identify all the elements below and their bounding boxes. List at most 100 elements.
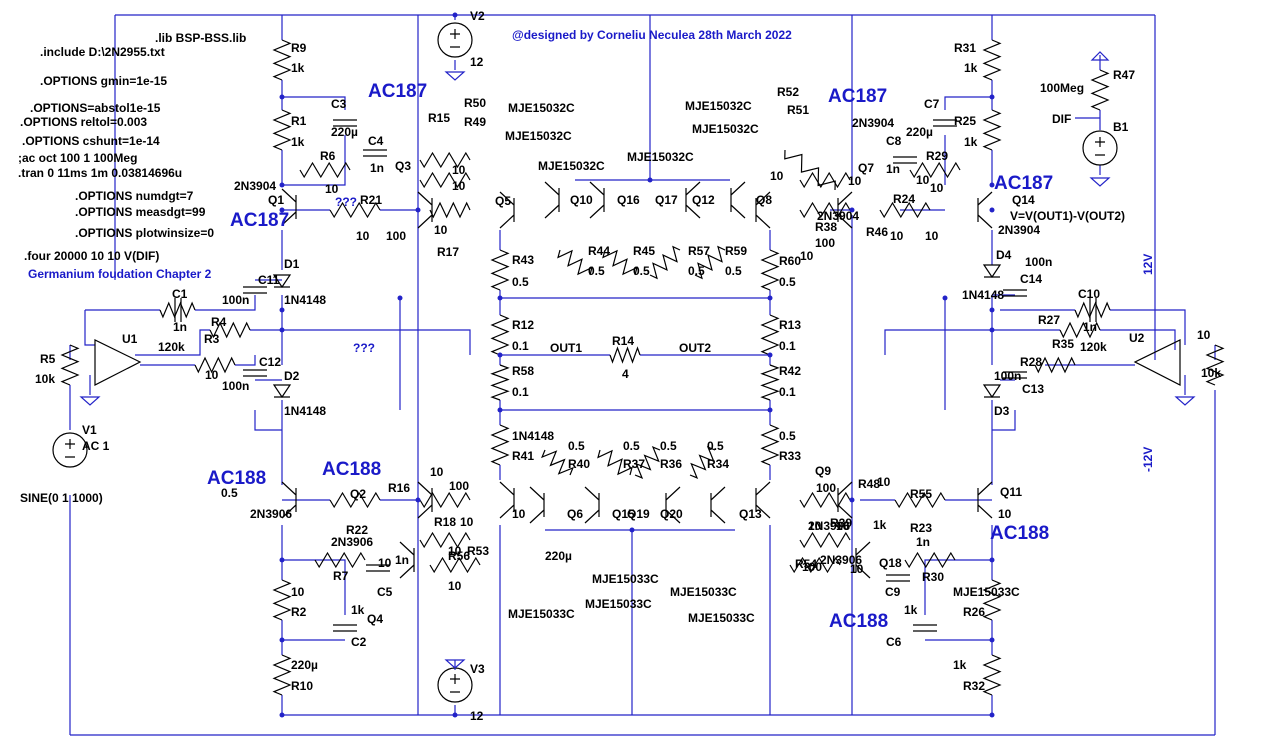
component-label: 1k (953, 658, 967, 672)
resistor-symbol (272, 654, 292, 696)
component-label: 1n (916, 535, 930, 549)
component-label: R4 (211, 315, 227, 329)
resistor-symbol (602, 249, 638, 276)
component-label: 1N4148 (284, 404, 326, 418)
component-label: 10 (836, 519, 850, 533)
measure-expression: V=V(OUT1)-V(OUT2) (1010, 209, 1125, 223)
capacitor-symbol (1089, 298, 1097, 322)
ac188-label: AC188 (990, 523, 1049, 544)
component-label: 100n (994, 369, 1021, 383)
junction-dot (989, 327, 995, 333)
component-label: R26 (963, 605, 985, 619)
component-label: R58 (512, 364, 534, 378)
component-label: R40 (568, 457, 590, 471)
component-label: R47 (1113, 68, 1135, 82)
resistor-symbol (557, 249, 593, 276)
junction-dot (942, 295, 948, 301)
junction-dot (497, 295, 503, 301)
component-label: MJE15032C (692, 122, 759, 136)
component-label: 10 (460, 515, 474, 529)
junction-dot (849, 207, 855, 213)
component-label: 10 (452, 163, 466, 177)
resistor-symbol (419, 171, 471, 189)
component-label: Q3 (395, 159, 411, 173)
resistor-symbol (1205, 344, 1225, 386)
resistor-symbol (789, 556, 841, 574)
transistor-symbol (417, 481, 433, 519)
component-label: 1k (291, 135, 305, 149)
component-label: 10 (770, 169, 784, 183)
resistor-symbol (159, 301, 196, 319)
resistor-symbol (694, 245, 726, 280)
component-label: C1 (172, 287, 188, 301)
resistor-symbol (609, 346, 641, 364)
component-label: C7 (924, 97, 940, 111)
directive-lib: .lib BSP-BSS.lib (155, 31, 246, 45)
component-label: R41 (512, 449, 534, 463)
resistor-symbol (799, 491, 851, 509)
component-label: R10 (291, 679, 313, 693)
component-label: 220µ (906, 125, 933, 139)
component-label: U1 (122, 332, 138, 346)
transistor-symbol (417, 191, 433, 229)
junction-dot (497, 352, 503, 358)
ground-symbol (1089, 177, 1111, 187)
component-label: R60 (779, 254, 801, 268)
component-label: 100n (1025, 255, 1052, 269)
resistor-symbol (982, 579, 1002, 621)
component-label: Q14 (1012, 193, 1035, 207)
junction-dot (397, 295, 403, 301)
component-label: Q8 (756, 193, 772, 207)
resistor-symbol (490, 424, 510, 466)
component-label: 10 (800, 249, 814, 263)
component-label: 1n (886, 162, 900, 176)
component-label: R35 (1052, 337, 1074, 351)
ac187-label: AC187 (230, 210, 289, 231)
credit: @designed by Corneliu Neculea 28th March… (512, 28, 792, 42)
transistor-symbol (755, 481, 771, 519)
capacitor-symbol (1003, 371, 1027, 379)
source-polarity (65, 439, 75, 458)
component-label: 10 (916, 173, 930, 187)
component-label: 100n (222, 379, 249, 393)
component-label: R27 (1038, 313, 1060, 327)
component-label: R9 (291, 41, 307, 55)
component-label: 0.5 (623, 439, 640, 453)
capacitor-symbol (1003, 289, 1027, 297)
ac188-label: AC188 (829, 611, 888, 632)
capacitor-symbol (174, 298, 182, 322)
component-label: C9 (885, 585, 901, 599)
component-label: R13 (779, 318, 801, 332)
component-label: R42 (779, 364, 801, 378)
component-label: 0.5 (633, 264, 650, 278)
ac187-label: AC187 (994, 173, 1053, 194)
component-label: 0.5 (779, 275, 796, 289)
resistor-symbol (299, 161, 351, 179)
component-label: MJE15033C (585, 597, 652, 611)
component-label: Q11 (1000, 485, 1022, 499)
component-label: 0.5 (512, 275, 529, 289)
source-polarity (450, 674, 460, 693)
component-label: C2 (351, 635, 367, 649)
junction-dot (279, 307, 285, 313)
component-label: 10k (1201, 366, 1221, 380)
component-label: R17 (437, 245, 459, 259)
capacitor-symbol (893, 156, 917, 164)
component-label: 10 (452, 179, 466, 193)
component-label: 10 (925, 229, 939, 243)
resistor-symbol (799, 531, 851, 549)
resistor-symbol (419, 531, 471, 549)
component-label: D1 (284, 257, 300, 271)
resistor-symbol (982, 39, 1002, 81)
component-label: 1k (351, 603, 365, 617)
component-label: 0.5 (588, 264, 605, 278)
component-label: R55 (910, 487, 932, 501)
junction-dot (415, 207, 421, 213)
component-label: 0.1 (512, 339, 529, 353)
component-label: 10 (808, 519, 822, 533)
transistor-symbol (529, 486, 545, 524)
net-out2: OUT2 (679, 341, 711, 355)
component-label: R44 (588, 244, 610, 258)
resistor-symbol (982, 654, 1002, 696)
